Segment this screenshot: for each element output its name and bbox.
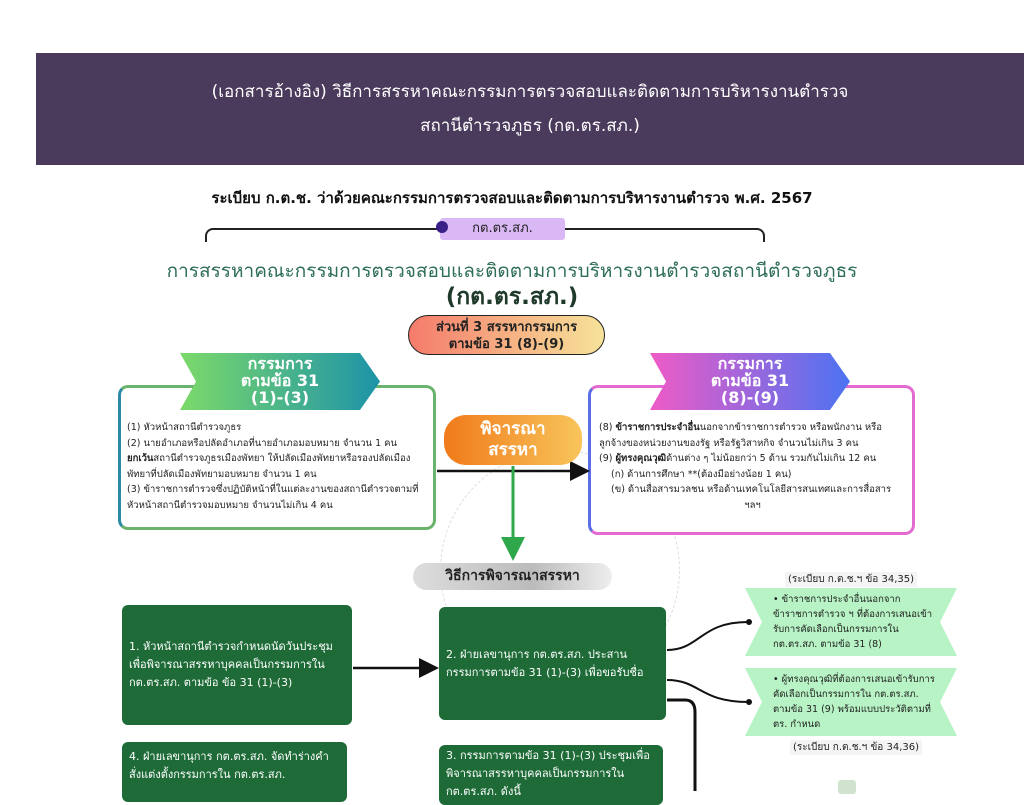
item: (8) ข้าราชการประจำอื่นนอกจากข้าราชการตำร…: [599, 420, 906, 451]
header-line1: (เอกสารอ้างอิง) วิธีการสรรหาคณะกรรมการตร…: [211, 82, 849, 102]
section-badge: ส่วนที่ 3 สรรหากรรมการ ตามข้อ 31 (8)-(9): [408, 315, 605, 355]
item-text: สถานีตำรวจภูธรเมืองพัทยา ให้ปลัดเมืองพัท…: [127, 453, 411, 480]
zoom-icon[interactable]: [838, 780, 856, 794]
page-title: การสรรหาคณะกรรมการตรวจสอบและติดตามการบริ…: [166, 260, 858, 282]
step-text: 4. ฝ่ายเลขานุการ กต.ตร.สภ. จัดทำร่างคำสั…: [129, 750, 329, 781]
item: (9) ผู้ทรงคุณวุฒิด้านต่าง ๆ ไม่น้อยกว่า …: [599, 451, 906, 467]
step-3-box: 3. กรรมการตามข้อ 31 (1)-(3) ประชุมเพื่อพ…: [439, 745, 663, 805]
bold-label: ข้าราชการประจำอื่น: [615, 422, 700, 433]
flag-line: (8)-(9): [720, 388, 780, 407]
regulation-note: (ระเบียบ ก.ต.ช.ฯ ข้อ 34,35): [785, 572, 918, 587]
item: (2) นายอำเภอหรือปลัดอำเภอที่นายอำเภอมอบห…: [127, 437, 397, 449]
dot-icon: [436, 221, 448, 233]
flag-line: กรรมการ: [717, 354, 783, 373]
callout-text: ผู้ทรงคุณวุฒิที่ต้องการเสนอเข้ารับการคัด…: [773, 674, 935, 730]
num: (9): [599, 453, 616, 464]
item: (ข) ด้านสื่อสารมวลชน หรือด้านเทคโนโลยีสา…: [611, 484, 892, 495]
method-heading: วิธีการพิจารณาสรรหา: [413, 563, 612, 590]
flag-line: กรรมการ: [247, 354, 313, 373]
item-text: นอกจากข้าราชการตำรวจ หรือพนักงาน หรือลูก…: [599, 422, 882, 449]
num: (8): [599, 422, 616, 433]
step-text: 3. กรรมการตามข้อ 31 (1)-(3) ประชุมเพื่อพ…: [446, 749, 650, 798]
item: ยกเว้นสถานีตำรวจภูธรเมืองพัทยา ให้ปลัดเม…: [127, 451, 427, 482]
callout-officials: • ข้าราชการประจำอื่นนอกจากข้าราชการตำรวจ…: [745, 588, 957, 656]
consider-badge: พิจารณาสรรหา: [444, 415, 582, 465]
bold-label: ผู้ทรงคุณวุฒิ: [615, 453, 667, 464]
section-line1: ส่วนที่ 3 สรรหากรรมการ: [435, 320, 578, 335]
callout-experts: • ผู้ทรงคุณวุฒิที่ต้องการเสนอเข้ารับการค…: [745, 668, 957, 736]
section-line2: ตามข้อ 31 (8)-(9): [448, 337, 565, 352]
step-1-box: 1. หัวหน้าสถานีตำรวจกำหนดนัดวันประชุมเพื…: [122, 605, 352, 725]
org-pill: กต.ตร.สภ.: [440, 218, 565, 240]
regulation-heading: ระเบียบ ก.ต.ช. ว่าด้วยคณะกรรมการตรวจสอบแ…: [211, 189, 813, 207]
consider-line: พิจารณา: [480, 419, 546, 439]
flag-line: ตามข้อ 31: [240, 371, 320, 390]
etc: ฯลฯ: [744, 499, 761, 511]
step-4-box: 4. ฝ่ายเลขานุการ กต.ตร.สภ. จัดทำร่างคำสั…: [122, 742, 347, 802]
committee-8-9-box: (8) ข้าราชการประจำอื่นนอกจากข้าราชการตำร…: [588, 385, 915, 535]
header-banner: (เอกสารอ้างอิง) วิธีการสรรหาคณะกรรมการตร…: [36, 53, 1024, 165]
callout-text: ข้าราชการประจำอื่นนอกจากข้าราชการตำรวจ ฯ…: [773, 594, 933, 650]
header-line2: สถานีตำรวจภูธร (กต.ตร.สภ.): [420, 116, 640, 136]
committee-1-3-flag: กรรมการตามข้อ 31(1)-(3): [180, 353, 380, 410]
regulation-note: (ระเบียบ ก.ต.ช.ฯ ข้อ 34,36): [790, 740, 923, 755]
item: (ก) ด้านการศึกษา **(ต้องมีอย่างน้อย 1 คน…: [611, 468, 792, 480]
item-text: ด้านต่าง ๆ ไม่น้อยกว่า 5 ด้าน รวมกันไม่เ…: [666, 453, 877, 464]
consider-line: สรรหา: [488, 440, 538, 460]
step-2-box: 2. ฝ่ายเลขานุการ กต.ตร.สภ. ประสานกรรมการ…: [439, 607, 666, 720]
step-text: 1. หัวหน้าสถานีตำรวจกำหนดนัดวันประชุมเพื…: [129, 640, 333, 689]
flag-line: (1)-(3): [250, 388, 310, 407]
step-text: 2. ฝ่ายเลขานุการ กต.ตร.สภ. ประสานกรรมการ…: [446, 647, 644, 679]
item: (3) ข้าราชการตำรวจซึ่งปฏิบัติหน้าที่ในแต…: [127, 484, 419, 511]
committee-8-9-flag: กรรมการตามข้อ 31(8)-(9): [650, 353, 850, 410]
flag-line: ตามข้อ 31: [710, 371, 790, 390]
page-title-abbr: (กต.ตร.สภ.): [445, 284, 579, 310]
item: (1) หัวหน้าสถานีตำรวจภูธร: [127, 422, 242, 433]
except-label: ยกเว้น: [127, 453, 154, 464]
